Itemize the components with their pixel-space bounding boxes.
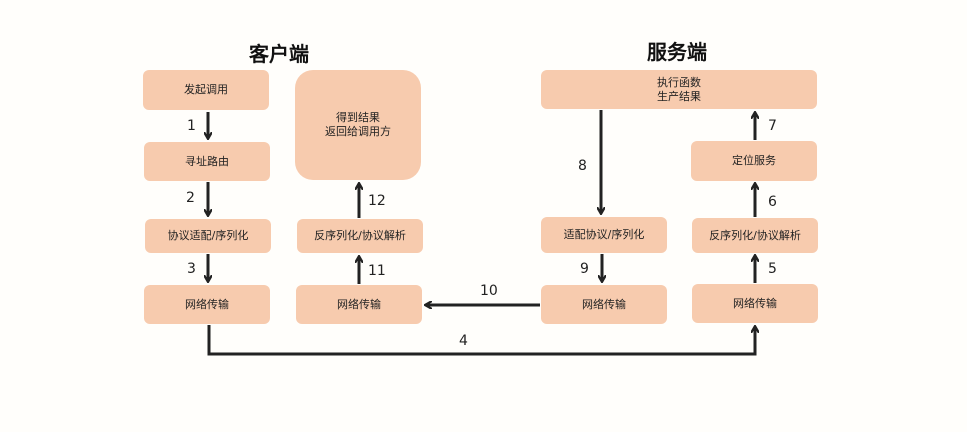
node-server-deserialize: 反序列化/协议解析 <box>692 218 818 253</box>
server-title: 服务端 <box>647 40 707 64</box>
node-server-net-send: 网络传输 <box>541 285 667 324</box>
step-label-3: 3 <box>187 261 196 277</box>
step-label-11: 11 <box>368 263 386 279</box>
node-client-routing: 寻址路由 <box>144 142 270 181</box>
node-client-result: 得到结果 返回给调用方 <box>295 70 421 180</box>
step-label-4: 4 <box>459 333 468 349</box>
step-label-9: 9 <box>580 261 589 277</box>
node-server-locate: 定位服务 <box>691 141 817 181</box>
arrow-4 <box>207 325 755 356</box>
node-client-serialize: 协议适配/序列化 <box>145 219 271 253</box>
node-client-deserialize: 反序列化/协议解析 <box>297 219 423 253</box>
node-client-invoke: 发起调用 <box>143 70 269 110</box>
node-server-execute: 执行函数 生产结果 <box>541 70 817 109</box>
step-label-6: 6 <box>768 194 777 210</box>
step-label-8: 8 <box>578 158 587 174</box>
node-client-net-send: 网络传输 <box>144 285 270 324</box>
step-label-10: 10 <box>480 283 498 299</box>
node-client-net-recv: 网络传输 <box>296 285 422 324</box>
step-label-2: 2 <box>186 190 195 206</box>
client-title: 客户端 <box>249 42 309 66</box>
node-server-serialize: 适配协议/序列化 <box>541 217 667 253</box>
step-label-12: 12 <box>368 193 386 209</box>
node-server-net-recv: 网络传输 <box>692 284 818 323</box>
step-label-5: 5 <box>768 261 777 277</box>
step-label-7: 7 <box>768 118 777 134</box>
step-label-1: 1 <box>187 118 196 134</box>
